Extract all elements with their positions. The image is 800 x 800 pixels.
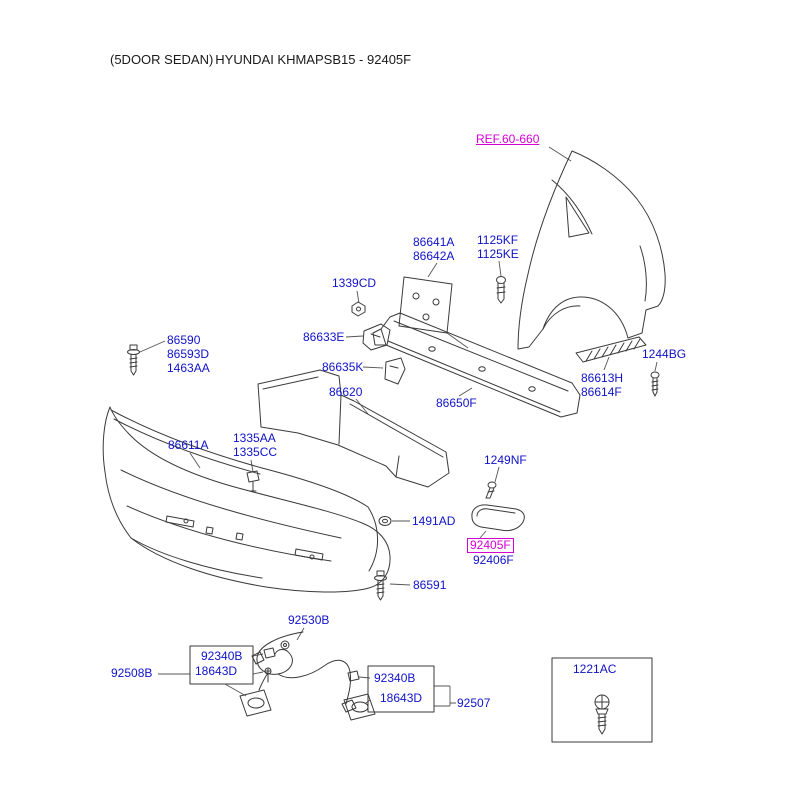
part-label-86611a[interactable]: 86611A [168, 438, 209, 452]
leader-lines [139, 146, 658, 707]
part-label-92508b[interactable]: 92508B [111, 666, 153, 680]
reflector-92405f-drawing [471, 504, 525, 532]
part-label-92530b[interactable]: 92530B [288, 613, 330, 627]
quarter-panel-drawing [517, 150, 666, 350]
part-label-86642a[interactable]: 86642A [413, 249, 455, 263]
part-label-86613h[interactable]: 86613H [581, 371, 624, 385]
energy-absorber-86620-drawing [257, 369, 450, 488]
license-lamp-left-drawing [239, 672, 272, 717]
clip-92340b-right-drawing [347, 670, 360, 682]
part-label-86635k[interactable]: 86635K [322, 360, 364, 374]
part-label-86641a[interactable]: 86641A [413, 235, 455, 249]
side-bracket-86613h-drawing [575, 336, 647, 363]
part-label-1463aa[interactable]: 1463AA [167, 361, 210, 375]
bumper-cover-86611a-drawing [102, 406, 391, 593]
part-label-92406f[interactable]: 92406F [473, 553, 514, 567]
page-header: (5DOOR SEDAN) HYUNDAI KHMAPSB15 - 92405F [110, 52, 411, 67]
bolt-1244bg-drawing [650, 371, 660, 397]
screw-1221ac-drawing [594, 694, 610, 735]
part-label-86650f[interactable]: 86650F [436, 396, 477, 410]
clip-1335aa-drawing [246, 470, 260, 492]
page-title: HYUNDAI KHMAPSB15 - 92405F [215, 52, 412, 67]
ref-link-60-660[interactable]: REF.60-660 [476, 132, 540, 146]
part-label-18643d-right[interactable]: 18643D [380, 691, 423, 705]
mounting-plate-86641a-drawing [398, 276, 453, 334]
part-label-92405f-selected[interactable]: 92405F [467, 538, 514, 553]
bracket-86635k-drawing [384, 357, 406, 385]
clip-92340b-left-drawing [263, 647, 276, 659]
label-group-boxes [189, 645, 435, 713]
part-label-1339cd[interactable]: 1339CD [332, 276, 377, 290]
part-label-1249nf[interactable]: 1249NF [484, 453, 527, 467]
kit-box-1221ac [551, 657, 653, 743]
license-lamp-right-drawing [343, 693, 376, 721]
part-label-92340b-right[interactable]: 92340B [374, 671, 416, 685]
back-beam-86650f-drawing [372, 312, 581, 418]
part-label-92340b-left[interactable]: 92340B [201, 649, 243, 663]
kit-box-label-1221ac[interactable]: 1221AC [573, 662, 617, 676]
screw-18643d-left-drawing [264, 667, 272, 683]
part-label-86614f[interactable]: 86614F [581, 385, 622, 399]
part-label-1244bg[interactable]: 1244BG [642, 347, 687, 361]
nut-1339cd-drawing [351, 301, 366, 317]
part-label-92507[interactable]: 92507 [457, 696, 491, 710]
bracket-86633e-drawing [362, 323, 391, 351]
bolt-1125-drawing [496, 276, 506, 304]
part-label-86590[interactable]: 86590 [167, 333, 201, 347]
part-label-1491ad[interactable]: 1491AD [412, 514, 456, 528]
part-label-18643d-left[interactable]: 18643D [195, 664, 238, 678]
part-label-1335aa[interactable]: 1335AA [233, 431, 276, 445]
part-label-1335cc[interactable]: 1335CC [233, 445, 278, 459]
part-label-1125ke[interactable]: 1125KE [477, 247, 519, 261]
model-label: (5DOOR SEDAN) [110, 52, 214, 67]
bolt-86591-drawing [374, 570, 387, 601]
part-label-86591[interactable]: 86591 [413, 578, 447, 592]
part-label-86633e[interactable]: 86633E [303, 330, 345, 344]
part-label-86620[interactable]: 86620 [329, 385, 363, 399]
part-label-1125kf[interactable]: 1125KF [477, 233, 519, 247]
grommet-1491ad-drawing [378, 516, 392, 526]
screw-1249nf-drawing [485, 481, 497, 499]
bolt-86590-drawing [127, 344, 140, 376]
part-label-86593d[interactable]: 86593D [167, 347, 210, 361]
wiring-harness-92530b-drawing [251, 631, 357, 713]
